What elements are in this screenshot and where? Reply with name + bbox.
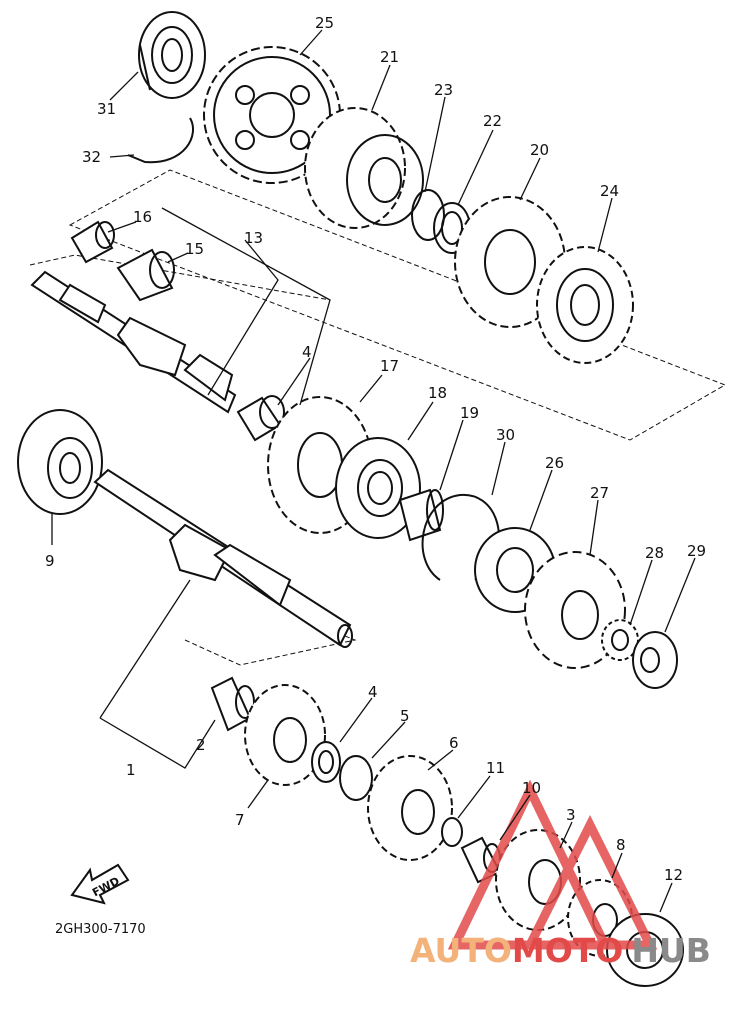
callout-26: 1 — [126, 761, 136, 779]
gear-7 — [244, 684, 326, 786]
callout-29: 10 — [522, 779, 541, 797]
callout-4: 22 — [483, 112, 502, 130]
leader-lines — [51, 29, 696, 913]
callout-7: 31 — [97, 100, 116, 118]
callout-10: 15 — [185, 240, 204, 258]
callout-1: 25 — [315, 14, 334, 32]
watermark-moto: MOTO — [512, 931, 623, 970]
callout-5: 20 — [530, 141, 549, 159]
circlip-32 — [127, 117, 194, 164]
sprocket-27 — [524, 551, 626, 669]
callout-3: 23 — [434, 81, 453, 99]
callout-15: 19 — [460, 404, 479, 422]
callout-14: 18 — [428, 384, 447, 402]
lockwasher-28 — [601, 619, 639, 661]
callout-2: 21 — [380, 48, 399, 66]
callout-23: 5 — [400, 707, 410, 725]
callout-25: 2 — [196, 736, 206, 754]
drive-axle-1 — [93, 468, 353, 648]
callout-32: 12 — [664, 866, 683, 884]
bearing-18 — [335, 437, 421, 539]
assembly-dashed-guides — [29, 169, 727, 666]
callout-27: 7 — [235, 811, 245, 829]
bushing-15 — [116, 248, 175, 302]
callout-30: 3 — [566, 806, 576, 824]
callout-19: 28 — [645, 544, 664, 562]
callout-9: 16 — [133, 208, 152, 226]
bearing-31 — [138, 11, 206, 99]
gear-6 — [367, 755, 453, 861]
nut-29 — [632, 631, 678, 689]
callout-20: 29 — [687, 542, 706, 560]
collar-19 — [398, 488, 444, 542]
callout-28: 11 — [486, 759, 505, 777]
washer-11 — [441, 817, 463, 847]
circlip-5 — [339, 755, 373, 801]
callout-31: 8 — [616, 836, 626, 854]
callout-21: 9 — [45, 552, 55, 570]
circlip-23 — [411, 189, 445, 241]
bearing-9 — [17, 409, 103, 515]
watermark-logo — [447, 779, 658, 950]
callout-12: 4 — [302, 343, 312, 361]
fwd-arrow-icon: FWD — [70, 863, 130, 905]
callout-13: 17 — [380, 357, 399, 375]
callout-18: 27 — [590, 484, 609, 502]
callout-6: 24 — [600, 182, 619, 200]
bushing-16 — [70, 220, 115, 264]
callout-16: 30 — [496, 426, 515, 444]
diagram-code: 2GH300-7170 — [55, 922, 146, 937]
gear-24 — [536, 246, 634, 364]
callout-11: 13 — [244, 229, 263, 247]
watermark-auto: AUTO — [410, 931, 512, 970]
main-axle-13 — [30, 270, 237, 414]
washer-4-lower — [311, 741, 341, 783]
callout-22: 4 — [368, 683, 378, 701]
callout-8: 32 — [82, 148, 101, 166]
callout-17: 26 — [545, 454, 564, 472]
callout-24: 6 — [449, 734, 459, 752]
watermark-hub: HUB — [631, 931, 711, 970]
gear-21 — [304, 107, 424, 229]
